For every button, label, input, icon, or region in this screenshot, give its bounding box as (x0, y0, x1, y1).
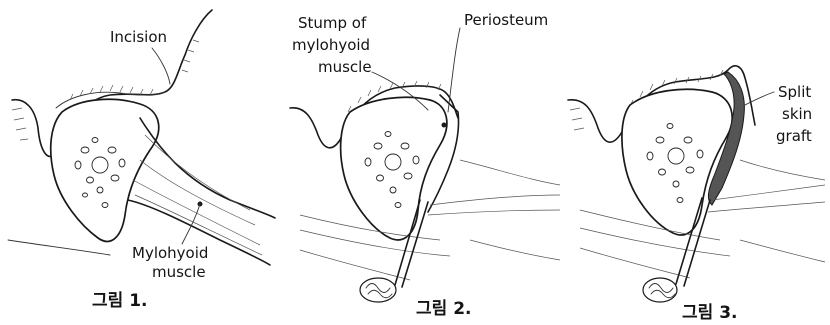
fig1-lower-mucosa (8, 240, 110, 255)
fig2-label-stump-line2: mylohyoid (292, 36, 370, 54)
fig1-incision-leader (152, 48, 170, 84)
fig2-muscle-fibers (300, 160, 560, 280)
fig1-label-incision: Incision (110, 28, 167, 46)
fig2-label-stump-line3: muscle (318, 58, 372, 76)
fig1-muscle-fibers (133, 135, 262, 255)
fig2-label-stump-line1: Stump of (298, 14, 367, 32)
figure-3: Split skin graft 그림 3. (568, 66, 825, 323)
fig3-label-graft-line1: Split (778, 83, 811, 101)
fig2-caption: 그림 2. (416, 299, 472, 319)
fig2-bolster (360, 278, 396, 302)
fig1-label-muscle-line2: muscle (152, 263, 206, 281)
fig2-periosteum-marker (442, 123, 447, 128)
fig2-label-periosteum: Periosteum (464, 11, 548, 29)
fig1-label-muscle-line1: Mylohyoid (132, 244, 208, 262)
fig1-caption: 그림 1. (92, 291, 148, 311)
fig2-periosteum-leader (448, 28, 460, 112)
figure-2: Stump of mylohyoid muscle Periosteum 그림 … (290, 11, 560, 319)
figure-1: Incision Mylohyoid muscle 그림 1. (8, 10, 275, 311)
fig3-bolster (643, 278, 677, 302)
fig3-label-graft-line2: skin (782, 105, 812, 123)
fig3-label-graft-line3: graft (776, 127, 812, 145)
fig2-mandible-bone (341, 97, 447, 240)
fig3-mandible-bone (622, 89, 732, 235)
fig3-caption: 그림 3. (682, 303, 738, 323)
